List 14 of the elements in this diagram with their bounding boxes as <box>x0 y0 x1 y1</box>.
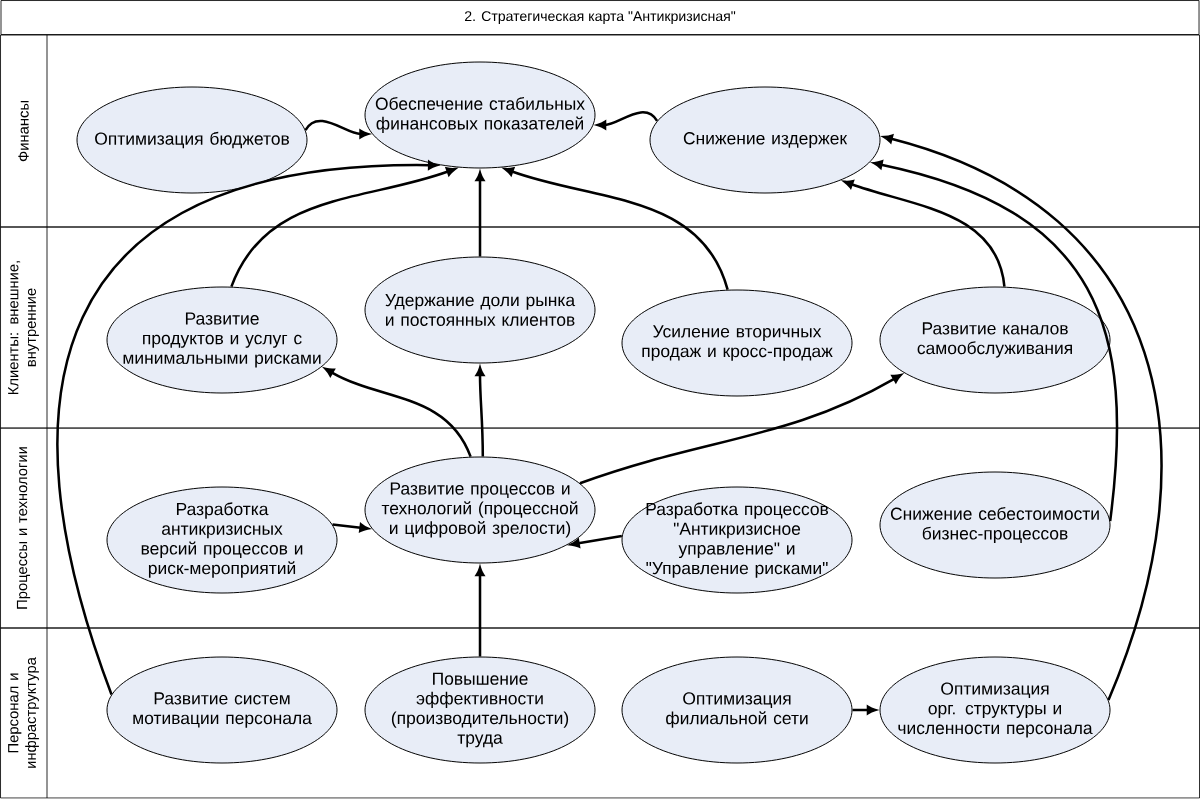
arrow <box>475 366 485 457</box>
title-bar: 2. Стратегическая карта "Антикризисная" <box>0 0 1200 35</box>
arrow <box>304 119 369 139</box>
arrow <box>324 367 472 458</box>
arrow <box>475 171 485 257</box>
arrow <box>504 167 729 291</box>
arrow <box>56 160 438 695</box>
arrow <box>332 523 369 533</box>
arrow <box>596 111 659 130</box>
arrow <box>852 705 877 715</box>
arrow <box>230 167 456 288</box>
arrow <box>475 566 485 657</box>
arrow <box>570 534 623 548</box>
arrow <box>579 374 902 485</box>
